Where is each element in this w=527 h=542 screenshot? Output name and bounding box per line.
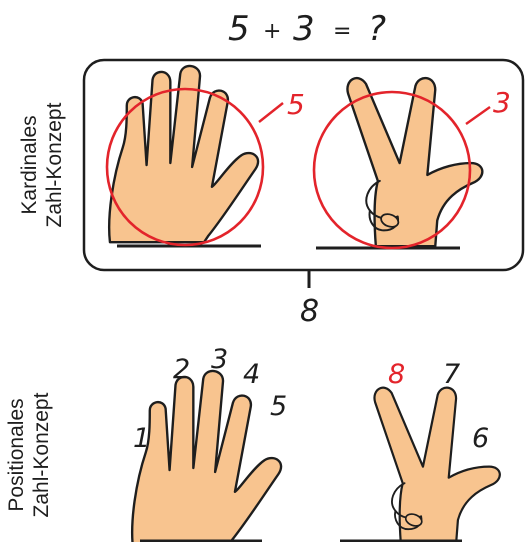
v-hand-three-fingers: [346, 76, 484, 248]
right-set-pointer: [465, 106, 491, 125]
positional-open-hand: [130, 369, 283, 542]
open-hand-five-fingers: [107, 64, 260, 244]
positional-section: Positionales Zahl-Konzept 1 2 3 4 5 6 7 …: [5, 344, 501, 542]
cardinal-label-line2: Zahl-Konzept: [43, 102, 66, 227]
finger-number-1: 1: [133, 423, 150, 454]
equation-operand-b: 3: [293, 9, 315, 49]
right-set-circle: [312, 90, 472, 250]
cardinal-frame: [82, 58, 525, 272]
equation: 5 + 3 = ?: [228, 9, 386, 49]
equation-unknown: ?: [368, 9, 386, 49]
finger-number-7: 7: [443, 359, 460, 390]
cardinal-section: Kardinales Zahl-Konzept 5 3 8: [18, 58, 525, 329]
equation-operand-a: 5: [228, 9, 250, 49]
finger-number-2: 2: [173, 354, 190, 385]
cardinal-result: 8: [300, 294, 319, 329]
equation-plus: +: [263, 19, 281, 44]
cardinal-label-line1: Kardinales: [18, 115, 41, 214]
finger-number-5: 5: [270, 391, 287, 422]
left-set-circle: [105, 87, 265, 247]
right-count-label: 3: [493, 86, 511, 119]
finger-number-8: 8: [388, 359, 405, 390]
finger-number-3: 3: [211, 344, 228, 375]
equation-equals: =: [333, 19, 351, 44]
left-set-pointer: [258, 102, 284, 123]
positional-label-line1: Positionales: [5, 398, 28, 511]
finger-number-4: 4: [243, 359, 260, 390]
positional-label-line2: Zahl-Konzept: [30, 392, 53, 517]
finger-number-6: 6: [472, 423, 489, 454]
left-count-label: 5: [287, 88, 305, 121]
positional-v-hand: [373, 386, 501, 542]
